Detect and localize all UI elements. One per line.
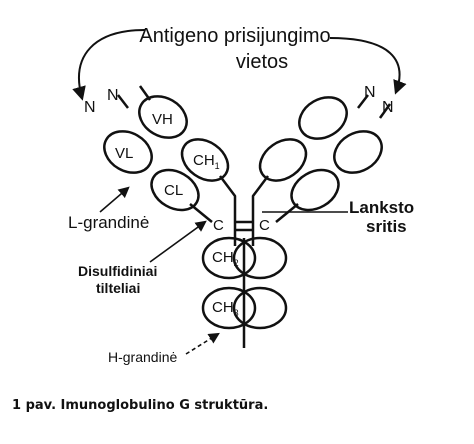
right-vh-n-stroke (357, 94, 369, 109)
h-chain-label: H-grandinė (108, 349, 177, 365)
antibody-outline (103, 85, 392, 348)
header-line-2: vietos (236, 51, 288, 73)
n-terminal-left-1: N (84, 99, 96, 116)
left-vl-n-stroke (117, 94, 129, 109)
disulfide-label-line-1: Disulfidiniai (78, 263, 157, 279)
ch1-label: CH1 (193, 152, 220, 171)
right-vl-n-stroke (378, 103, 392, 119)
right-hinge-strand (251, 175, 269, 246)
ch3-label: CH3 (212, 299, 239, 318)
n-terminal-right-1: N (364, 84, 376, 101)
right-cl-domain (290, 168, 340, 212)
h-chain-arrow (185, 332, 220, 355)
left-binding-arrow (72, 29, 146, 101)
cl-label: CL (164, 182, 183, 199)
right-ch3-domain (232, 286, 288, 330)
header-line-1: Antigeno prisijungimo (139, 25, 330, 47)
vl-domain (103, 130, 153, 174)
right-light-tail (275, 203, 299, 223)
figure-caption: 1 pav. Imunoglobulino G struktūra. (12, 398, 269, 413)
c-label-right: C (259, 217, 270, 234)
right-vh-domain (298, 96, 348, 140)
left-hinge-strand (219, 175, 237, 246)
ch3-domain (201, 286, 257, 330)
l-chain-arrow (99, 186, 130, 213)
right-vl-domain (333, 130, 383, 174)
l-chain-label: L-grandinė (68, 213, 149, 232)
disulfide-label-line-2: tilteliai (96, 280, 140, 296)
right-binding-arrow (329, 37, 407, 95)
disulfide-arrow (149, 220, 207, 263)
c-label-left: C (213, 217, 224, 234)
right-ch1-domain (258, 138, 308, 182)
ch1-domain (180, 138, 230, 182)
ch2-domain (201, 236, 257, 280)
left-vh-n-stroke (138, 85, 152, 101)
left-light-tail (189, 203, 213, 223)
vh-domain (138, 95, 188, 139)
cl-domain (150, 168, 200, 212)
n-terminal-left-2: N (107, 87, 119, 104)
vh-label: VH (152, 111, 173, 128)
n-terminal-right-2: N (382, 99, 394, 116)
right-ch2-domain (232, 236, 288, 280)
hinge-label-line-2: sritis (366, 217, 407, 236)
hinge-label-line-1: Lanksto (349, 198, 414, 217)
ch2-label: CH2 (212, 249, 239, 268)
vl-label: VL (115, 145, 133, 162)
